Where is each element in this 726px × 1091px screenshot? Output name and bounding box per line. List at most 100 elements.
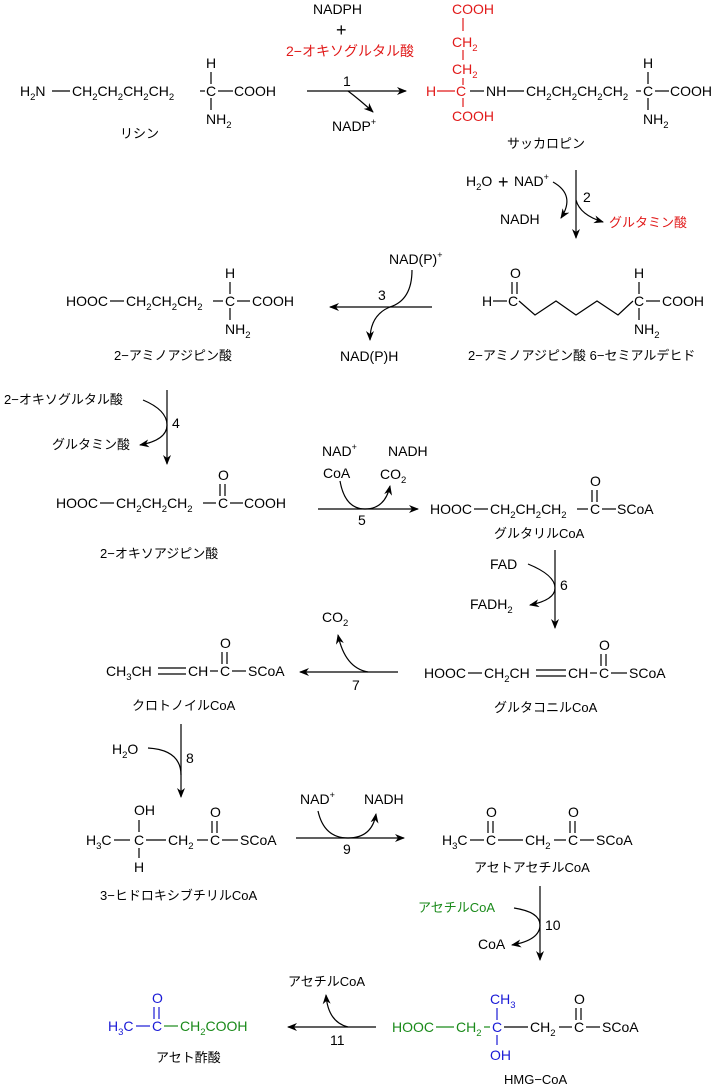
step-2-h2o: H2O [466,173,492,193]
svg-text:COOH: COOH [244,495,286,511]
step-9-number: 9 [343,841,351,857]
svg-text:H: H [225,265,235,281]
step-5-nadh: NADH [388,443,428,459]
step-2-nad: NAD+ [514,172,549,189]
svg-text:SCoA: SCoA [602,1019,639,1035]
svg-text:O: O [220,635,231,651]
step-9-nad: NAD+ [300,790,335,807]
svg-text:COOH: COOH [252,293,294,309]
svg-text:C: C [486,832,496,848]
hmg-coa-structure: HOOC CH2 C CH3 OH CH2 C O SCoA [392,991,639,1063]
svg-text:H: H [134,859,144,875]
aminoadipic-acid-label: 2−アミノアジピン酸 [114,348,232,363]
svg-text:C: C [599,665,609,681]
svg-text:O: O [152,990,163,1006]
hydroxybutyryl-coa-structure: OH H3C C H CH2 C O SCoA [86,802,277,875]
step-9-nadh: NADH [364,791,404,807]
step-11-acetylcoa: アセチルCoA [288,974,365,989]
svg-text:COOH: COOH [234,83,276,99]
svg-text:COOH: COOH [662,293,704,309]
step-1-oxoglutarate: 2−オキソグルタル酸 [286,43,414,59]
svg-text:H: H [482,293,492,309]
svg-text:COOH: COOH [452,108,494,124]
step-5-co2: CO2 [380,466,406,486]
step-4-glutamate: グルタミン酸 [52,437,130,452]
acetoacetyl-coa-label: アセトアセチルCoA [474,860,590,875]
step-11-number: 11 [330,1032,345,1048]
acetoacetate-structure: H3C C O CH2COOH [108,990,248,1038]
step-3: NAD(P)+ 3 NAD(P)H [329,250,443,364]
svg-text:SCoA: SCoA [596,832,633,848]
crotonoyl-coa-label: クロトノイルCoA [132,698,236,713]
svg-text:+: + [498,172,509,192]
step-5-nad: NAD+ [322,442,357,459]
svg-text:CH2CH2CH2: CH2CH2CH2 [126,293,203,313]
svg-text:C: C [643,83,653,99]
svg-text:C: C [492,1019,502,1035]
acetoacetyl-coa-structure: H3C C O CH2 C O SCoA [442,804,633,852]
step-11: アセチルCoA 11 [287,974,376,1048]
step-3-nadp: NAD(P)+ [389,250,443,267]
step-4-number: 4 [172,415,180,431]
oxoadipic-acid-label: 2−オキソアジピン酸 [100,546,218,561]
step-1: NADPH + 2−オキソグルタル酸 1 NADP+ [286,1,414,134]
step-6: FAD 6 FADH2 [470,550,568,629]
svg-text:H3C: H3C [442,832,468,852]
svg-text:C: C [225,293,235,309]
svg-text:NH2: NH2 [206,111,232,131]
step-1-plus: + [336,20,347,40]
hydroxybutyryl-coa-label: 3−ヒドロキシブチリルCoA [100,888,257,903]
step-1-nadp: NADP+ [332,117,376,134]
step-1-side-arrow [347,90,374,113]
step-8-h2o: H2O [112,741,138,761]
aminoadipic-semialdehyde-label: 2−アミノアジピン酸 6−セミアルデヒド [468,348,695,363]
step-6-number: 6 [560,577,568,593]
svg-text:CH2: CH2 [452,34,478,54]
step-2-glutamate: グルタミン酸 [609,215,687,230]
glutaconyl-coa-label: グルタコニルCoA [494,700,598,715]
svg-text:OH: OH [134,802,155,818]
acetoacetate-label: アセト酢酸 [156,1050,221,1065]
step-1-nadph: NADPH [313,1,362,17]
lysine-label: リシン [120,126,159,141]
svg-text:SCoA: SCoA [629,665,666,681]
svg-text:C: C [456,83,466,99]
svg-text:SCoA: SCoA [248,663,285,679]
step-4-oxoglutarate: 2−オキソグルタル酸 [4,392,123,407]
svg-text:CH: CH [188,663,208,679]
step-2-number: 2 [583,189,591,205]
saccharopine-structure: COOH CH2 CH2 H C COOH NH CH2CH2CH2CH2 C … [426,1,712,131]
svg-text:HOOC: HOOC [430,501,472,517]
svg-text:C: C [218,495,228,511]
svg-text:CH2COOH: CH2COOH [180,1018,248,1038]
lysine-structure: H2N CH2CH2CH2CH2 C H NH2 COOH [20,55,276,131]
svg-text:HOOC: HOOC [66,293,108,309]
svg-text:O: O [218,467,229,483]
svg-text:C: C [134,832,144,848]
svg-text:O: O [599,637,610,653]
svg-text:COOH: COOH [670,83,712,99]
svg-text:NH2: NH2 [634,321,660,341]
svg-text:H: H [426,83,436,99]
glutaconyl-coa-structure: HOOC CH2CH CH C O SCoA [424,637,666,685]
step-5: NAD+ CoA NADH CO2 5 [318,442,428,528]
svg-text:OH: OH [490,1047,511,1063]
svg-text:NH2: NH2 [643,111,669,131]
svg-text:H3C: H3C [86,832,112,852]
svg-text:CH2CH2CH2: CH2CH2CH2 [116,495,193,515]
crotonoyl-coa-structure: CH3CH CH C O SCoA [106,635,285,683]
svg-text:C: C [590,501,600,517]
step-2-nadh: NADH [500,211,540,227]
glutaryl-coa-label: グルタリルCoA [494,526,585,541]
step-10-coa: CoA [478,936,506,952]
svg-text:HOOC: HOOC [424,665,466,681]
svg-text:H: H [206,55,216,71]
svg-text:O: O [510,265,521,281]
aminoadipic-acid-structure: HOOC CH2CH2CH2 C H NH2 COOH [66,265,294,341]
glutaryl-coa-structure: HOOC CH2CH2CH2 C O SCoA [430,473,654,521]
svg-text:CH2: CH2 [525,832,551,852]
svg-text:C: C [152,1018,162,1034]
svg-text:CH3CH: CH3CH [106,663,152,683]
step-10: アセチルCoA 10 CoA [418,886,561,961]
